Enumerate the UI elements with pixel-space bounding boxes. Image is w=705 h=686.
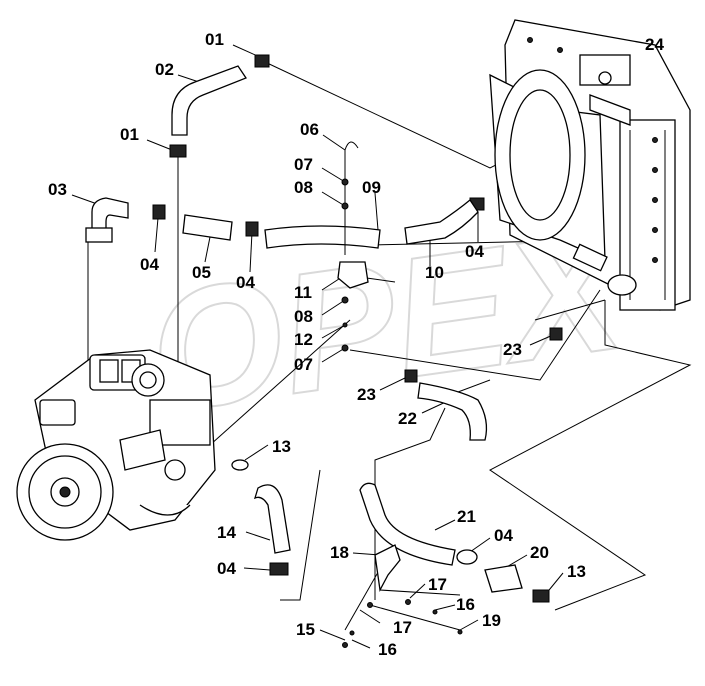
- hose-middle: [264, 225, 381, 249]
- label-03: 03: [48, 180, 67, 199]
- radiator: [489, 19, 691, 311]
- clamp-icon: [269, 562, 289, 576]
- label-04: 04: [465, 242, 484, 261]
- label-14: 14: [217, 523, 236, 542]
- label-04: 04: [217, 559, 236, 578]
- hose-right: [404, 199, 479, 245]
- outlet-elbow: [91, 197, 129, 231]
- hose-lower: [417, 382, 488, 441]
- label-08: 08: [294, 307, 313, 326]
- sleeve: [484, 564, 523, 593]
- hose-bypass: [253, 484, 291, 554]
- label-10: 10: [425, 263, 444, 282]
- label-05: 05: [192, 263, 211, 282]
- label-16: 16: [456, 595, 475, 614]
- label-01: 01: [205, 30, 224, 49]
- label-12: 12: [294, 330, 313, 349]
- clamp-icon: [532, 589, 550, 603]
- label-02: 02: [155, 60, 174, 79]
- hose-return: [359, 482, 456, 566]
- clamp-icon: [169, 144, 187, 158]
- label-07: 07: [294, 355, 313, 374]
- clamp-icon: [245, 221, 259, 237]
- hose-coupling: [182, 214, 233, 241]
- clamp-icon: [254, 54, 270, 68]
- label-04: 04: [494, 526, 513, 545]
- label-08: 08: [294, 178, 313, 197]
- label-23: 23: [357, 385, 376, 404]
- engine: [16, 349, 216, 541]
- label-17: 17: [428, 575, 447, 594]
- label-06: 06: [300, 120, 319, 139]
- part-labels: 01 02 01 03 04 05 04 06 07 08 09 10 04 1…: [48, 30, 664, 659]
- label-11: 11: [294, 283, 312, 302]
- label-07: 07: [294, 155, 313, 174]
- label-04: 04: [236, 273, 255, 292]
- label-15: 15: [296, 620, 315, 639]
- clamp-icon: [152, 204, 166, 220]
- label-19: 19: [482, 611, 501, 630]
- label-04: 04: [140, 255, 159, 274]
- label-21: 21: [457, 507, 476, 526]
- label-20: 20: [530, 543, 549, 562]
- label-22: 22: [398, 409, 417, 428]
- label-13: 13: [272, 437, 291, 456]
- clamp-icon: [549, 327, 563, 341]
- label-16: 16: [378, 640, 397, 659]
- clamp-icon: [404, 369, 418, 383]
- label-23: 23: [503, 340, 522, 359]
- label-13: 13: [567, 562, 586, 581]
- bracket: [337, 261, 369, 289]
- label-17: 17: [393, 618, 412, 637]
- hose-upper: [171, 65, 247, 136]
- label-09: 09: [362, 178, 381, 197]
- label-01: 01: [120, 125, 139, 144]
- label-18: 18: [330, 543, 349, 562]
- bracket-lower: [374, 544, 401, 593]
- label-24: 24: [645, 35, 664, 54]
